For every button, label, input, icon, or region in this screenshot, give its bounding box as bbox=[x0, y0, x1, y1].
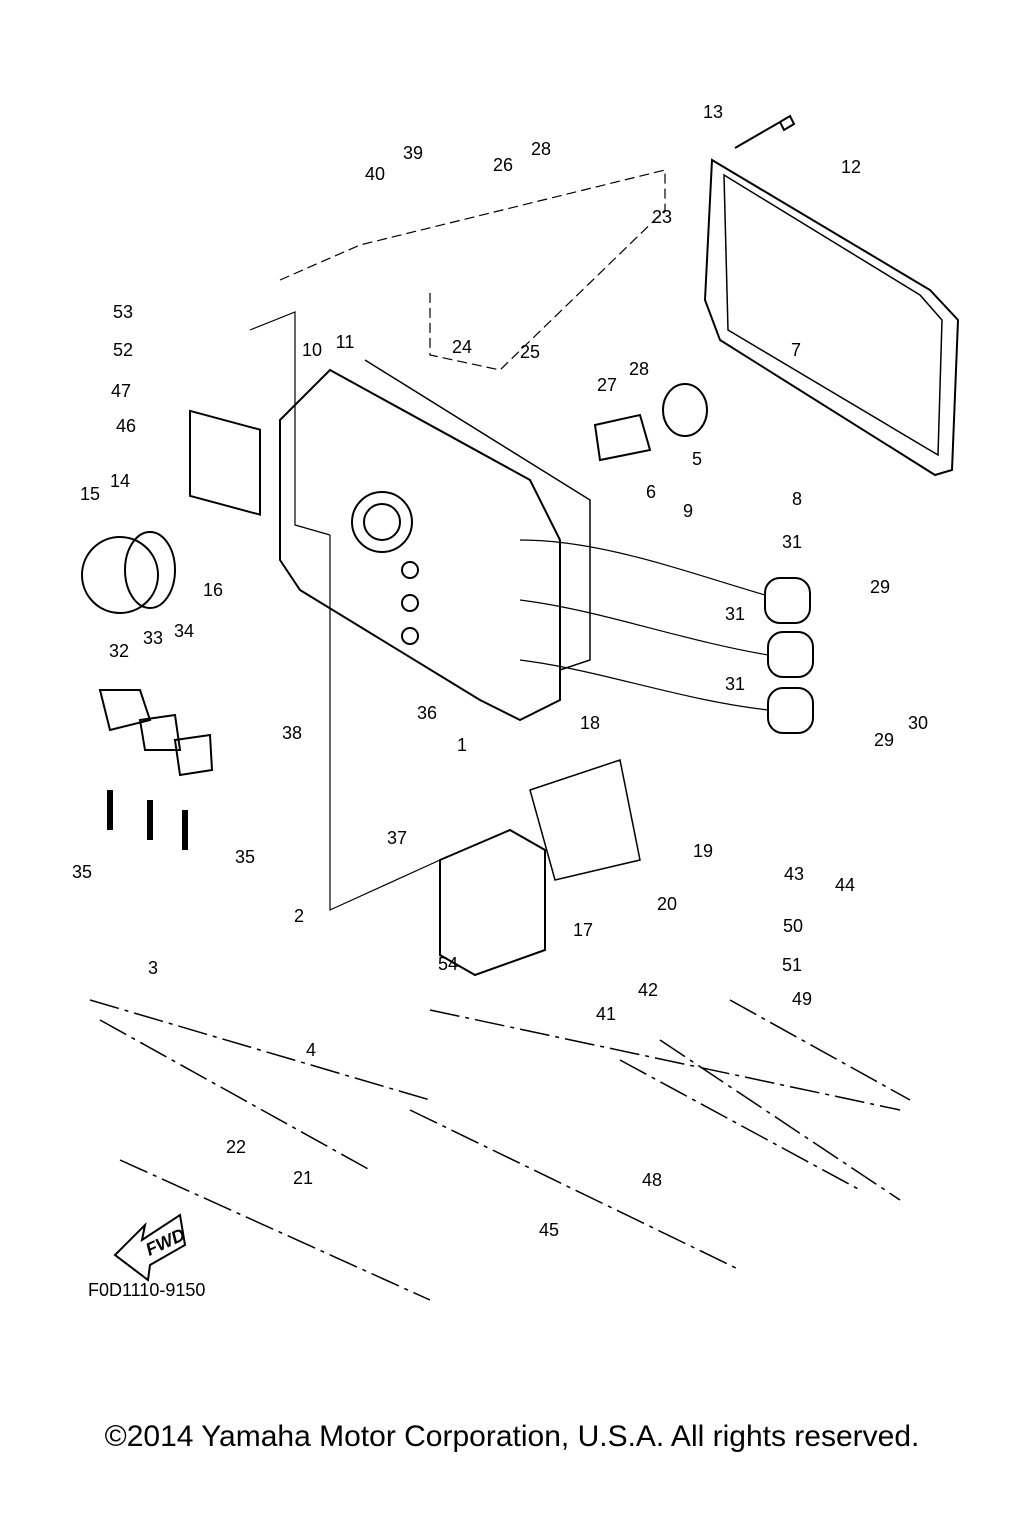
callout-8: 8 bbox=[791, 489, 803, 509]
callout-54: 54 bbox=[437, 954, 459, 974]
callout-41: 41 bbox=[595, 1004, 617, 1024]
bracket-20 bbox=[529, 759, 641, 881]
callout-14: 14 bbox=[109, 471, 131, 491]
diagram-code: F0D1110-9150 bbox=[88, 1280, 206, 1300]
rectifier-46 bbox=[189, 409, 261, 516]
callout-20: 20 bbox=[656, 894, 678, 914]
callout-38: 38 bbox=[281, 723, 303, 743]
callout-7: 7 bbox=[790, 340, 802, 360]
ignition-coil-2 bbox=[767, 631, 814, 678]
gasket-12 bbox=[703, 158, 960, 477]
callout-1: 1 bbox=[456, 735, 468, 755]
callout-29: 29 bbox=[869, 577, 891, 597]
fwd-arrow bbox=[113, 1213, 187, 1282]
callout-2: 2 bbox=[293, 906, 305, 926]
callout-17: 17 bbox=[572, 920, 594, 940]
callout-24: 24 bbox=[451, 337, 473, 357]
callout-12: 12 bbox=[840, 157, 862, 177]
callout-50: 50 bbox=[782, 916, 804, 936]
callout-11: 11 bbox=[335, 332, 355, 352]
callout-35: 35 bbox=[71, 862, 93, 882]
bracket-6 bbox=[593, 413, 652, 462]
callout-51: 51 bbox=[781, 955, 803, 975]
callout-4: 4 bbox=[305, 1040, 317, 1060]
callout-35b: 35 bbox=[234, 847, 256, 867]
callout-21: 21 bbox=[292, 1168, 314, 1188]
callout-40: 40 bbox=[364, 164, 386, 184]
callout-23: 23 bbox=[651, 207, 673, 227]
callout-10: 10 bbox=[301, 340, 323, 360]
callout-28: 28 bbox=[530, 139, 552, 159]
electrical-box bbox=[279, 368, 561, 722]
callout-5: 5 bbox=[691, 449, 703, 469]
callout-37: 37 bbox=[386, 828, 408, 848]
callout-47: 47 bbox=[110, 381, 132, 401]
callout-9: 9 bbox=[682, 501, 694, 521]
callout-46: 46 bbox=[115, 416, 137, 436]
exploded-view-drawing bbox=[81, 114, 960, 1301]
callout-19: 19 bbox=[692, 841, 714, 861]
callout-16: 16 bbox=[202, 580, 224, 600]
callout-22: 22 bbox=[225, 1137, 247, 1157]
callout-32: 32 bbox=[108, 641, 130, 661]
screw-13 bbox=[734, 114, 796, 149]
relay-5 bbox=[662, 383, 708, 437]
callout-31c: 31 bbox=[724, 674, 746, 694]
callout-27: 27 bbox=[596, 375, 618, 395]
cap-15 bbox=[81, 536, 159, 614]
copyright: ©2014 Yamaha Motor Corporation, U.S.A. A… bbox=[104, 1420, 920, 1453]
ecu-17 bbox=[439, 828, 546, 977]
callout-34: 34 bbox=[173, 621, 195, 641]
callout-13: 13 bbox=[702, 102, 724, 122]
callout-52: 52 bbox=[112, 340, 134, 360]
callout-6: 6 bbox=[645, 482, 657, 502]
callout-26: 26 bbox=[492, 155, 514, 175]
callout-36: 36 bbox=[416, 703, 438, 723]
callout-31: 31 bbox=[781, 532, 803, 552]
callout-25: 25 bbox=[519, 342, 541, 362]
ignition-coil-1 bbox=[764, 577, 811, 624]
ignition-coil-3 bbox=[767, 687, 814, 734]
callout-45: 45 bbox=[538, 1220, 560, 1240]
callout-44: 44 bbox=[834, 875, 856, 895]
callout-31b: 31 bbox=[724, 604, 746, 624]
callout-42: 42 bbox=[637, 980, 659, 1000]
pulley bbox=[351, 491, 413, 553]
callout-29b: 29 bbox=[873, 730, 895, 750]
callout-53: 53 bbox=[112, 302, 134, 322]
callout-43: 43 bbox=[783, 864, 805, 884]
callout-30: 30 bbox=[907, 713, 929, 733]
callout-48: 48 bbox=[641, 1170, 663, 1190]
callout-39: 39 bbox=[402, 143, 424, 163]
callout-49: 49 bbox=[791, 989, 813, 1009]
callout-15: 15 bbox=[79, 484, 101, 504]
callout-18: 18 bbox=[579, 713, 601, 733]
callout-28b: 28 bbox=[628, 359, 650, 379]
callout-33: 33 bbox=[142, 628, 164, 648]
callout-3: 3 bbox=[147, 958, 159, 978]
